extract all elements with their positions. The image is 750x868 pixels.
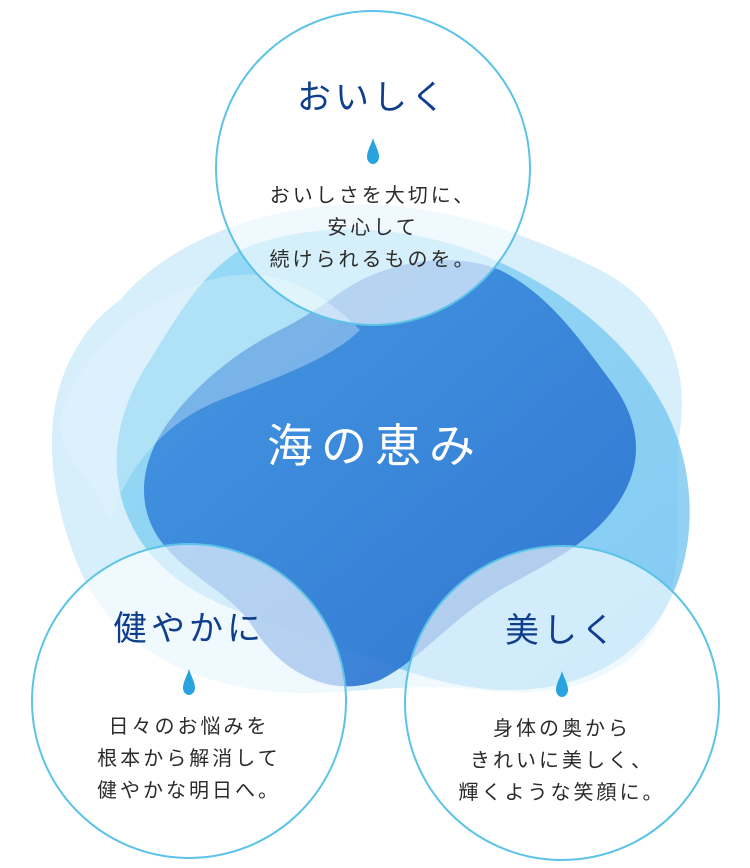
description-line: 根本から解消して [33,742,345,774]
description-line: 日々のお悩みを [33,710,345,742]
description-line: 安心して [217,211,529,243]
description-line: 身体の奥から [406,712,718,744]
circle-description: 身体の奥から きれいに美しく、 輝くような笑顔に。 [406,712,718,808]
circle-beautiful: 美しく 身体の奥から きれいに美しく、 輝くような笑顔に。 [404,545,720,861]
circle-title: 美しく [406,603,718,652]
circle-title: おいしく [217,70,529,119]
water-drop-icon [366,137,380,165]
circle-description: おいしさを大切に、 安心して 続けられるものを。 [217,179,529,275]
description-line: 健やかな明日へ。 [33,774,345,806]
circle-description: 日々のお悩みを 根本から解消して 健やかな明日へ。 [33,710,345,806]
description-line: きれいに美しく、 [406,744,718,776]
water-drop-icon [182,668,196,696]
circle-title: 健やかに [33,601,345,650]
circle-healthy: 健やかに 日々のお悩みを 根本から解消して 健やかな明日へ。 [31,543,347,859]
description-line: 輝くような笑顔に。 [406,776,718,808]
circle-delicious: おいしく おいしさを大切に、 安心して 続けられるものを。 [215,10,531,326]
center-title: 海の恵み [0,410,750,476]
description-line: おいしさを大切に、 [217,179,529,211]
description-line: 続けられるものを。 [217,243,529,275]
water-drop-icon [555,670,569,698]
